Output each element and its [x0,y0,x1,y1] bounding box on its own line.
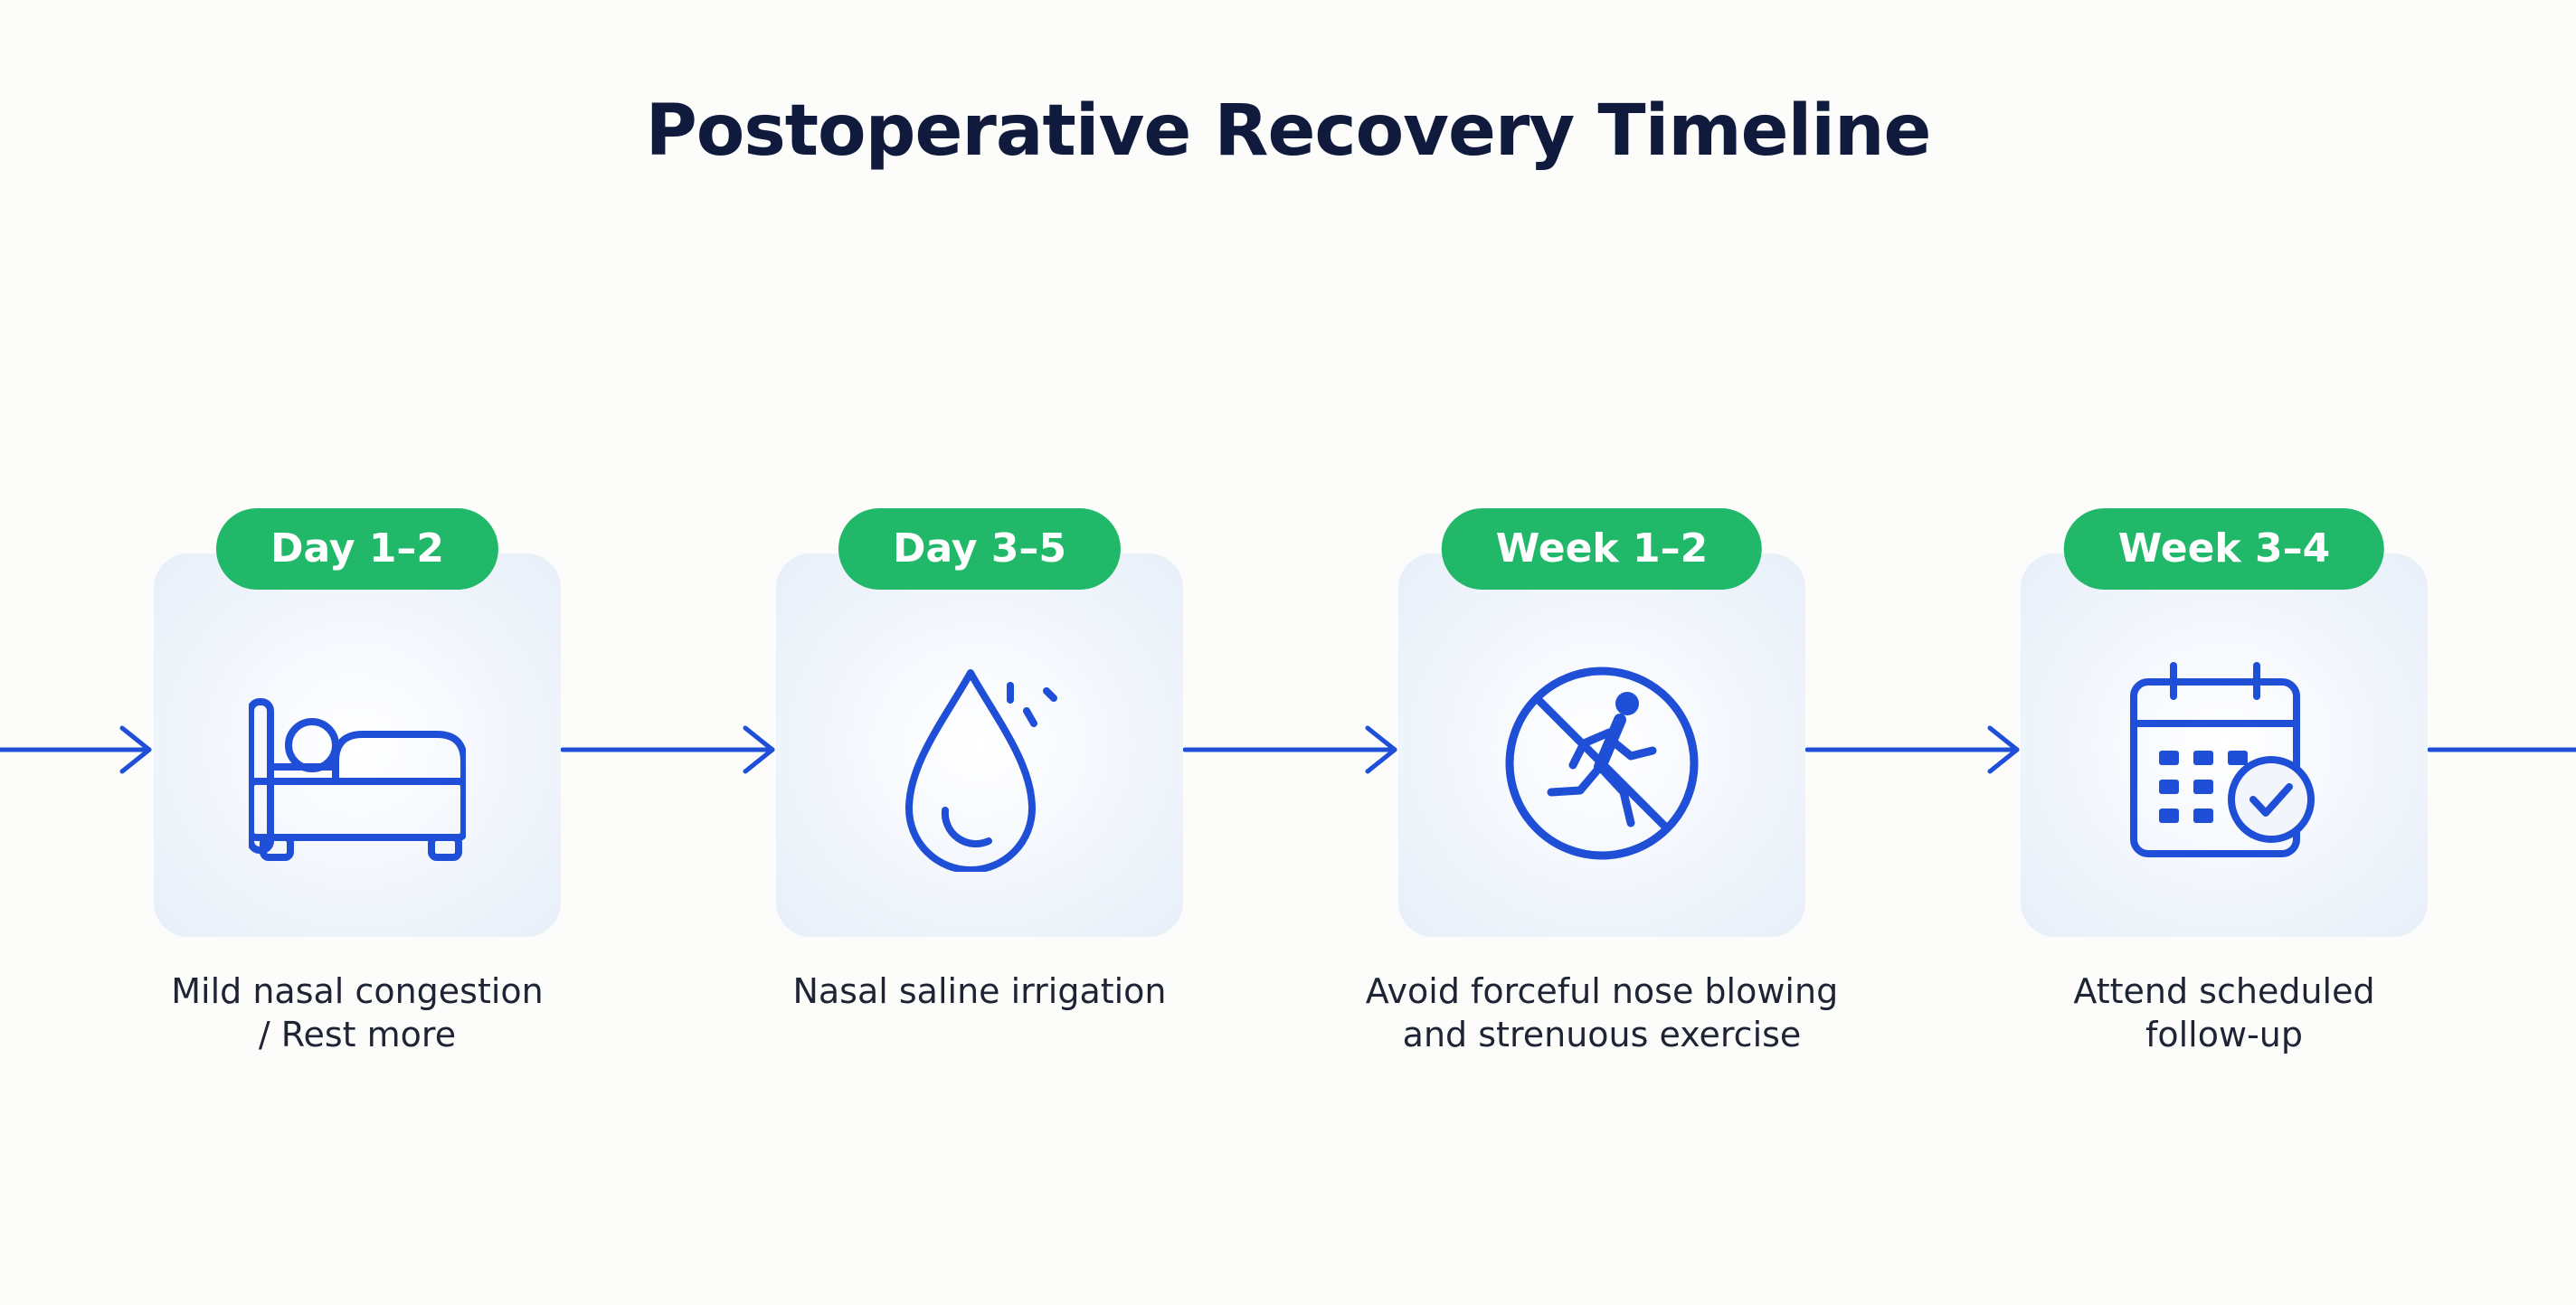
page-title: Postoperative Recovery Timeline [645,90,1932,172]
no-exercise-icon [1505,667,1699,860]
step-badge: Week 3–4 [2063,508,2385,590]
saline-drop-icon [905,669,1057,872]
step-card [2021,553,2428,937]
timeline-step-3: Week 1–2 Avoid forceful nose blowing and… [1366,0,1838,1305]
timeline-step-2: Day 3–5 Nasal saline irrigation [776,0,1183,1305]
arrowhead-3 [1987,725,2020,774]
step-card [776,553,1183,937]
step-caption: Mild nasal congestion / Rest more [63,969,651,1056]
caption-line: and strenuous exercise [1402,1015,1802,1054]
arrowhead-start [119,725,152,774]
step-caption: Attend scheduled follow-up [1930,969,2518,1056]
step-card [154,553,561,937]
caption-line: Nasal saline irrigation [792,971,1167,1011]
calendar-check-icon [2130,662,2315,857]
arrowhead-2 [1365,725,1397,774]
step-caption: Avoid forceful nose blowing and strenuou… [1308,969,1896,1056]
arrowhead-1 [743,725,775,774]
step-badge: Day 1–2 [215,508,499,590]
caption-line: follow-up [2145,1015,2303,1054]
step-badge: Week 1–2 [1441,508,1763,590]
bed-icon [249,698,466,861]
caption-line: Mild nasal congestion [171,971,544,1011]
caption-line: / Rest more [258,1015,457,1054]
step-badge: Day 3–5 [838,508,1122,590]
caption-line: Attend scheduled [2073,971,2375,1011]
caption-line: Avoid forceful nose blowing [1365,971,1839,1011]
step-caption: Nasal saline irrigation [686,969,1274,1013]
timeline-step-1: Day 1–2 Mild nasal congestion / Rest mor… [154,0,561,1305]
timeline-step-4: Week 3–4 Attend scheduled follow-up [2021,0,2428,1305]
step-card [1398,553,1805,937]
